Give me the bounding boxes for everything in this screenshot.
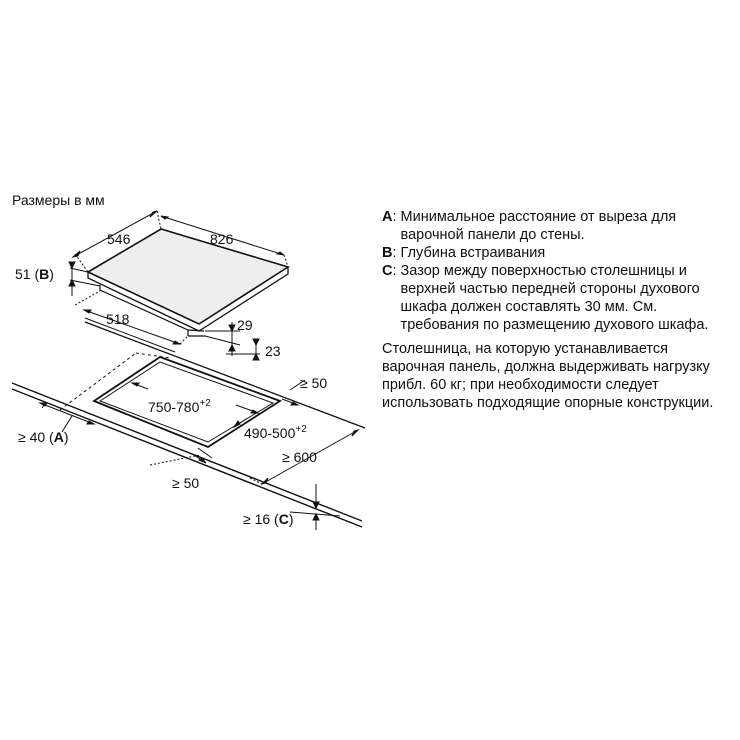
back-gap-label: ≥ 50: [300, 375, 327, 391]
worktop-back-edge: [84, 321, 366, 429]
legend-text: Глубина встраивания: [400, 245, 546, 261]
legend: A: Минимальное расстояние от выреза для …: [382, 208, 732, 412]
worktop-drawing: [11, 317, 366, 528]
legend-key: A: [382, 209, 393, 225]
legend-key: B: [382, 245, 393, 261]
thickness-23-label: 23: [265, 343, 281, 359]
oven-gap-dimension: [289, 484, 341, 530]
frame-height-label: 51 (B): [15, 266, 54, 282]
front-gap-label: ≥ 50: [172, 475, 199, 491]
legend-key: C: [382, 263, 393, 279]
cutout-depth-arrows: [232, 418, 247, 429]
cutout-outline: [92, 355, 283, 449]
hob-width-label: 826: [210, 231, 234, 247]
cutout-width-arrows: [130, 382, 260, 414]
wall-distance-dimension: [38, 401, 96, 433]
worktop-side-dashed: [59, 352, 137, 411]
cutout-depth-label: 490-500+2: [244, 424, 307, 441]
underside-width-label: 518: [106, 311, 130, 327]
worktop-load-note: Столешница, на которую устанавливается в…: [382, 341, 714, 411]
hob-underside-body: [99, 285, 205, 332]
cutout-width-label: 750-780+2: [148, 398, 211, 415]
oven-gap-label: ≥ 16 (C): [243, 511, 294, 527]
hob-top-dimension-lines: [71, 210, 289, 273]
thickness-29-label: 29: [237, 317, 253, 333]
legend-text: Зазор между поверхностью столешницы и ве…: [400, 263, 709, 333]
back-gap-dimension: [281, 379, 306, 406]
worktop-depth-label: ≥ 600: [282, 449, 317, 465]
legend-text: Минимальное расстояние от выреза для вар…: [400, 209, 677, 243]
front-gap-dimension: [149, 447, 213, 466]
thickness-dimensions: [204, 322, 260, 361]
underside-width-dimension: [74, 290, 189, 345]
frame-height-dimension: [68, 261, 101, 296]
hob-depth-label: 546: [107, 231, 131, 247]
installation-dimension-diagram: 546 826 51 (B) 518 29 23: [11, 210, 366, 530]
worktop-front-edge: [11, 382, 363, 522]
dimensions-caption: Размеры в мм: [12, 192, 105, 208]
legend-item-c: C: Зазор между поверхностью столешницы и…: [382, 262, 732, 334]
worktop-depth-dimension: [249, 429, 360, 485]
legend-item-b: B: Глубина встраивания: [382, 244, 732, 262]
wall-distance-label: ≥ 40 (A): [18, 429, 69, 445]
legend-item-a: A: Минимальное расстояние от выреза для …: [382, 208, 732, 244]
